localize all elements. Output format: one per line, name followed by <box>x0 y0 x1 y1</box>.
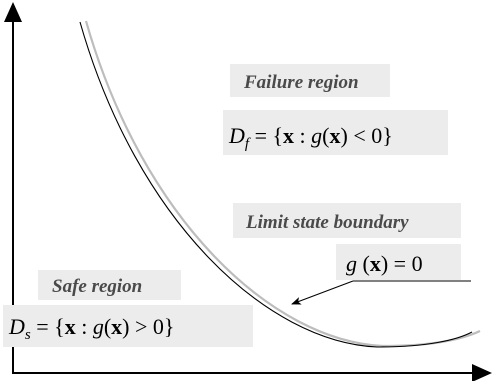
limit-state-label: Limit state boundary g (x) = 0 <box>233 203 461 280</box>
failure-region-formula: Df = {x : g(x) < 0} <box>228 123 393 152</box>
failure-formula-background <box>223 110 448 155</box>
failure-title-background <box>230 64 390 97</box>
x-axis-arrowhead <box>472 364 492 381</box>
limit-formula-background <box>336 244 461 280</box>
safe-region-formula: Ds = {x : g(x) > 0} <box>8 314 174 343</box>
safe-region-title: Safe region <box>52 276 142 297</box>
y-axis-arrowhead <box>4 2 22 22</box>
safe-title-background <box>38 270 181 300</box>
failure-region-title: Failure region <box>243 72 359 93</box>
safe-formula-background <box>3 305 253 347</box>
limit-state-curve <box>79 21 473 348</box>
limit-state-title: Limit state boundary <box>245 212 409 233</box>
limit-state-formula: g (x) = 0 <box>346 251 423 276</box>
failure-region-label: Failure region Df = {x : g(x) < 0} <box>223 64 448 155</box>
boundary-leader <box>291 280 471 305</box>
limit-title-background <box>233 203 461 238</box>
boundary-pointer <box>291 280 354 305</box>
safe-region-label: Safe region Ds = {x : g(x) > 0} <box>3 270 253 347</box>
limit-state-curve-group <box>79 20 481 348</box>
